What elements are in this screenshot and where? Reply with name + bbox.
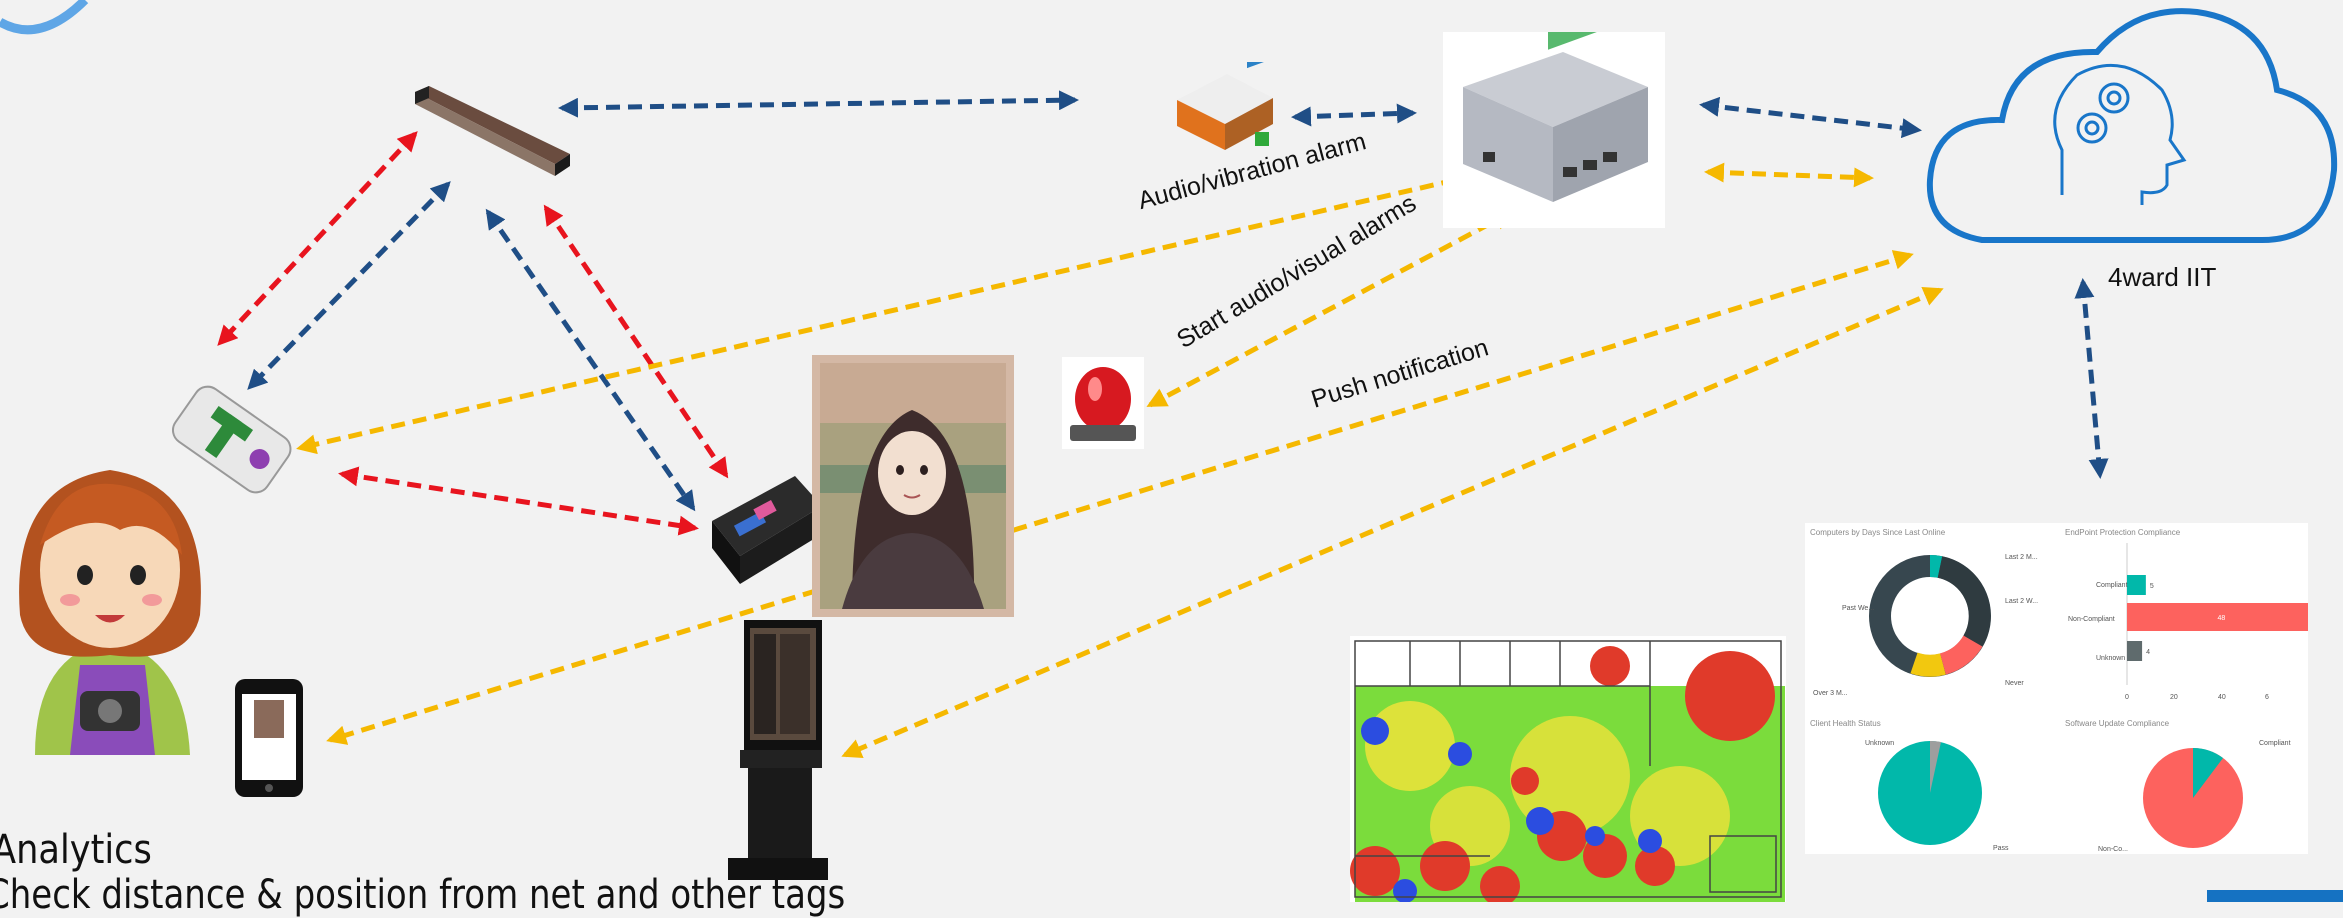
arrow-cloud-to-dashboard xyxy=(2074,278,2109,479)
analytics-dashboard: Computers by Days Since Last Online Last… xyxy=(1805,523,2308,854)
arrow-cloud-to-kiosk xyxy=(841,287,1944,758)
heatmap-floorplan xyxy=(1350,636,1786,902)
arrow-reader-to-tag-red xyxy=(217,131,418,346)
donut-slice-slate xyxy=(1937,556,1991,647)
corner-tab-decoration xyxy=(2207,890,2343,902)
bar-tick-2: 40 xyxy=(2218,694,2226,701)
head-gears-icon xyxy=(2053,63,2187,205)
arrow-module-to-gateway xyxy=(1291,103,1417,127)
pie1-label-1: Pass xyxy=(1993,845,2009,852)
wearable-tag-device xyxy=(171,385,292,494)
pie2-label-0: Compliant xyxy=(2259,740,2291,747)
visitor-avatar xyxy=(19,470,201,755)
smartphone-icon xyxy=(235,679,303,797)
arrow-tag-to-anchor-red xyxy=(338,466,699,536)
arrow-gateway-cloud-yellow xyxy=(1704,162,1874,188)
donut-slice-yellow xyxy=(1910,652,1946,677)
siren-alarm-icon xyxy=(1062,357,1144,449)
bar-tick-0: 0 xyxy=(2125,694,2129,701)
arrow-gateway-to-cloud xyxy=(1699,96,1922,139)
sensor-module xyxy=(1177,62,1273,150)
donut-label-3: Over 3 M... xyxy=(1813,690,1848,697)
bar-cat-1: Non-Compliant xyxy=(2068,616,2115,623)
gateway-device xyxy=(1443,2,1665,228)
bar-value-0: 5 xyxy=(2150,583,2154,590)
kiosk-display xyxy=(728,620,828,880)
cloud-icon xyxy=(1926,8,2338,243)
analytics-heading: Analytics xyxy=(0,827,152,873)
arrow-reader-to-gateway xyxy=(558,90,1079,118)
rfid-reader-device xyxy=(415,86,570,176)
painting-artwork xyxy=(812,355,1014,617)
bar-cat-0: Compliant xyxy=(2096,582,2128,589)
donut-label-2: Never xyxy=(2005,680,2024,687)
bar-tick-3: 6 xyxy=(2265,694,2269,701)
anchor-device xyxy=(712,476,822,584)
pie1-title: Client Health Status xyxy=(1810,719,1881,728)
pie1-label-0: Unknown xyxy=(1865,740,1894,747)
bar-0 xyxy=(2127,575,2146,595)
donut-slice-teal xyxy=(1929,554,1943,578)
donut-label-4: Past We... xyxy=(1842,605,1874,612)
pie2-label-1: Non-Co... xyxy=(2098,846,2128,853)
donut-title: Computers by Days Since Last Online xyxy=(1810,528,1946,537)
donut-label-0: Last 2 M... xyxy=(2005,554,2038,561)
check-distance-text: Check distance & position from net and o… xyxy=(0,872,846,918)
donut-slice-red xyxy=(1939,634,1983,675)
pie1-unknown-slice xyxy=(1930,740,1941,793)
bar-1 xyxy=(2127,603,2308,631)
bars-title: EndPoint Protection Compliance xyxy=(2065,528,2181,537)
cloud-label: 4ward IIT xyxy=(2108,262,2217,292)
bar-2 xyxy=(2127,641,2143,661)
corner-circle-decoration xyxy=(0,0,89,35)
pie2-compliant-slice xyxy=(2193,748,2223,798)
dashboard-charts: Computers by Days Since Last Online Last… xyxy=(1810,528,2308,853)
arrow-reader-to-anchor-blue xyxy=(485,208,696,512)
donut-label-1: Last 2 W... xyxy=(2005,598,2038,605)
arrow-reader-to-tag-blue xyxy=(247,181,451,390)
pie2-title: Software Update Compliance xyxy=(2065,719,2170,728)
arrow-reader-to-anchor-red xyxy=(543,204,729,479)
bar-value-1: 48 xyxy=(2218,615,2226,622)
bar-cat-2: Unknown xyxy=(2096,655,2125,662)
bar-tick-1: 20 xyxy=(2170,694,2178,701)
bar-value-2: 4 xyxy=(2146,649,2150,656)
